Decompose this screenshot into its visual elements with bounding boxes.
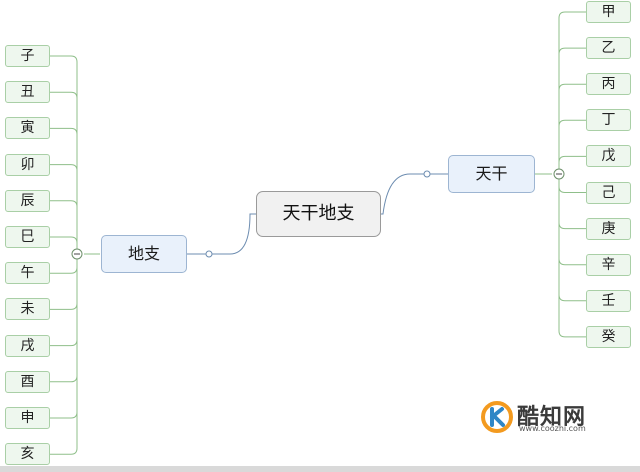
leaf-node[interactable]: 申 xyxy=(5,407,50,429)
root-to-left-link xyxy=(187,213,256,255)
leaf-link xyxy=(558,174,586,302)
leaf-link xyxy=(558,174,586,230)
leaf-node[interactable]: 丙 xyxy=(586,73,631,96)
leaf-link xyxy=(558,119,586,174)
bottom-scrollbar-track xyxy=(0,466,640,472)
leaf-node[interactable]: 未 xyxy=(5,298,50,321)
leaf-node[interactable]: 戌 xyxy=(5,334,50,357)
left-link-knob xyxy=(205,250,213,258)
branch-node-tiangan[interactable]: 天干 xyxy=(448,155,535,193)
watermark-url: www.coozhi.com xyxy=(519,424,586,433)
leaf-node[interactable]: 庚 xyxy=(586,217,631,240)
branch-node-dizhi[interactable]: 地支 xyxy=(101,235,187,273)
leaf-node[interactable]: 辛 xyxy=(586,253,631,276)
leaf-link xyxy=(50,254,78,419)
leaf-node[interactable]: 丁 xyxy=(586,109,631,132)
coozhi-logo-icon xyxy=(481,401,513,433)
leaf-link xyxy=(50,254,78,310)
leaf-link xyxy=(50,55,78,254)
leaf-node[interactable]: 丑 xyxy=(5,81,50,104)
leaf-node[interactable]: 己 xyxy=(586,181,631,204)
left-collapse-toggle[interactable] xyxy=(71,248,83,260)
left-leaf-links xyxy=(50,55,78,455)
root-node[interactable]: 天干地支 xyxy=(256,191,381,237)
leaf-link xyxy=(558,47,586,174)
leaf-node[interactable]: 亥 xyxy=(5,443,50,466)
leaf-node[interactable]: 壬 xyxy=(586,289,631,312)
leaf-node[interactable]: 癸 xyxy=(586,325,631,348)
leaf-node[interactable]: 午 xyxy=(5,262,50,285)
leaf-node[interactable]: 乙 xyxy=(586,37,631,60)
leaf-link xyxy=(558,83,586,174)
right-link-knob xyxy=(423,170,431,178)
leaf-link xyxy=(558,174,586,266)
leaf-node[interactable]: 子 xyxy=(5,45,50,67)
root-to-right-link xyxy=(381,173,448,215)
leaf-link xyxy=(50,127,78,254)
leaf-link xyxy=(50,164,78,254)
leaf-link xyxy=(558,155,586,174)
right-collapse-toggle[interactable] xyxy=(553,168,565,180)
leaf-node[interactable]: 甲 xyxy=(586,1,631,23)
leaf-link xyxy=(50,254,78,347)
leaf-link xyxy=(50,200,78,254)
leaf-node[interactable]: 寅 xyxy=(5,117,50,140)
leaf-node[interactable]: 辰 xyxy=(5,189,50,212)
leaf-link xyxy=(50,91,78,254)
leaf-node[interactable]: 卯 xyxy=(5,153,50,176)
leaf-node[interactable]: 戊 xyxy=(586,145,631,168)
watermark-text: 酷知网 xyxy=(517,405,587,430)
root-links xyxy=(187,173,448,255)
leaf-link xyxy=(50,236,78,254)
right-leaf-links xyxy=(558,11,586,338)
leaf-link xyxy=(558,174,586,338)
leaf-link xyxy=(50,254,78,455)
leaf-node[interactable]: 酉 xyxy=(5,370,50,393)
leaf-link xyxy=(558,11,586,174)
leaf-node[interactable]: 巳 xyxy=(5,226,50,248)
coozhi-watermark: 酷知网 www.coozhi.com xyxy=(480,397,600,437)
